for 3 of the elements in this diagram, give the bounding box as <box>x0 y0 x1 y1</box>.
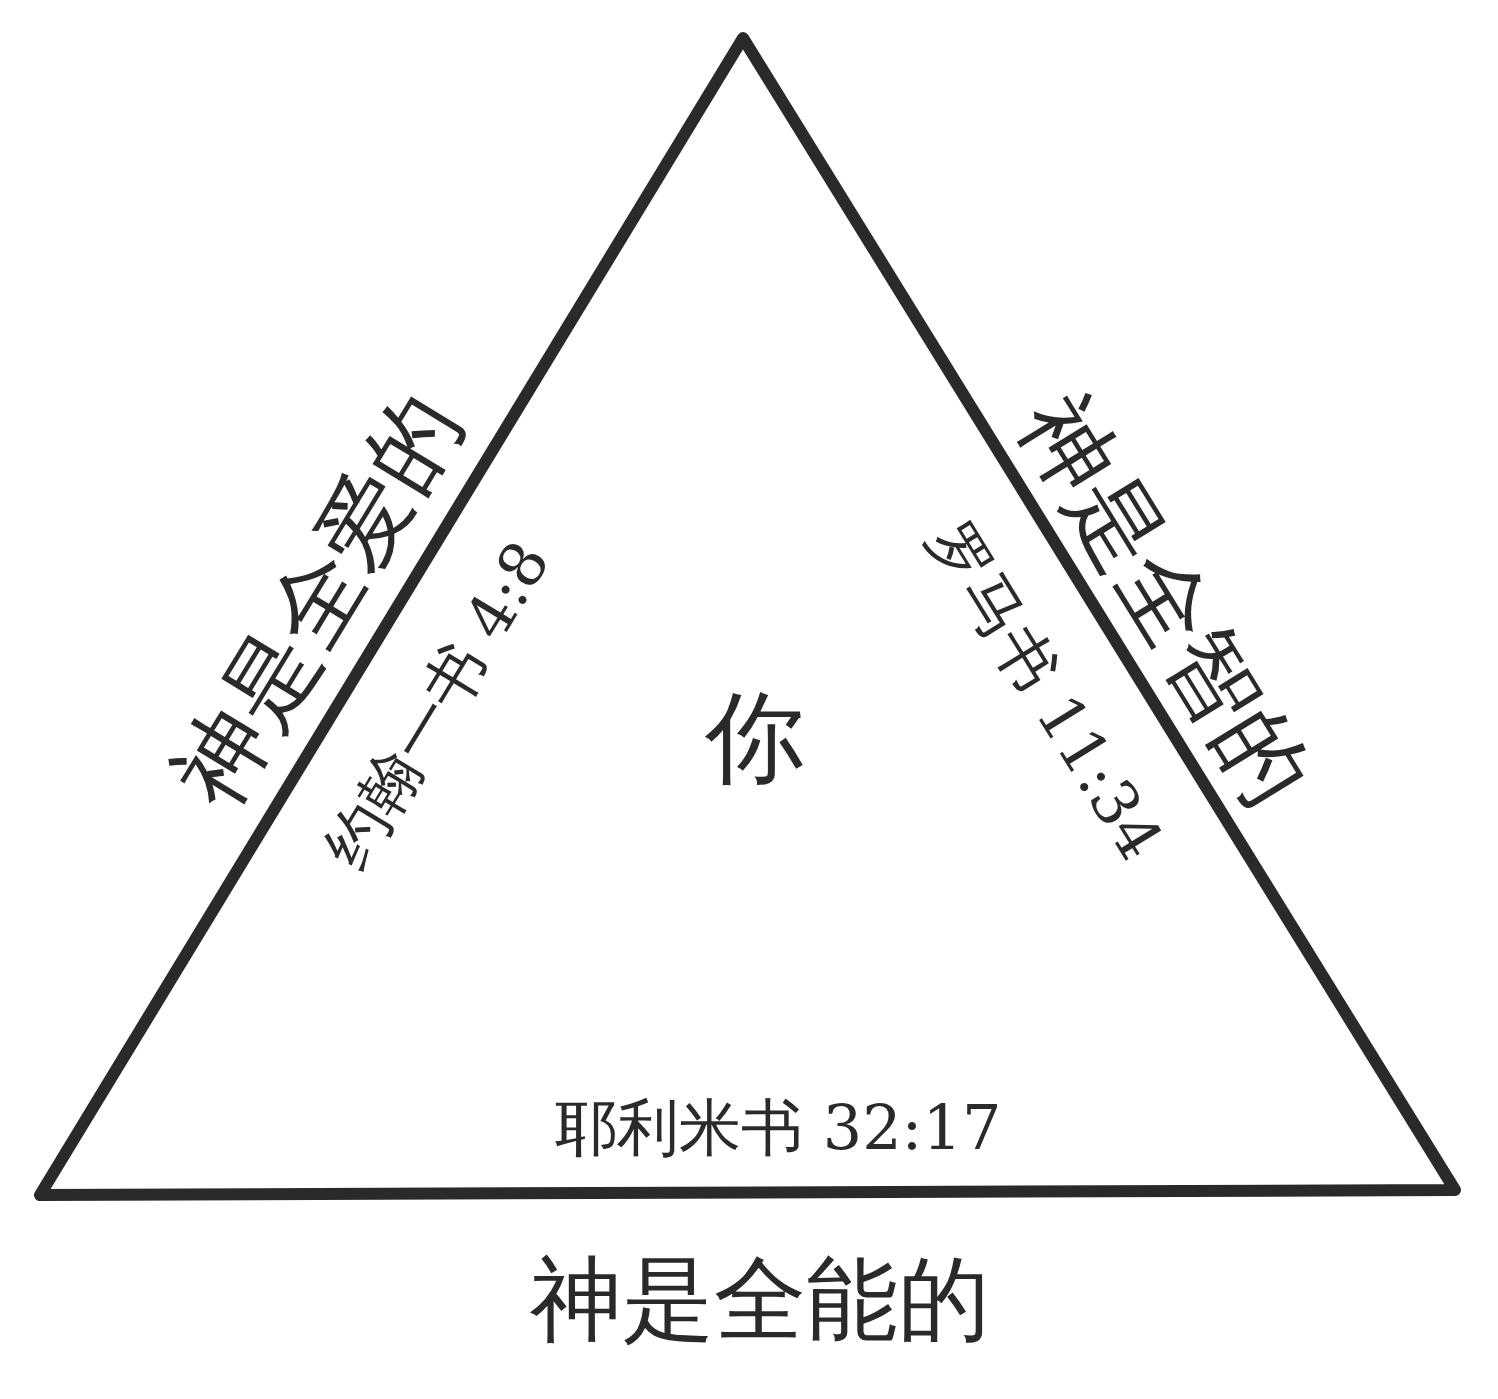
center-text: 你 <box>705 688 805 788</box>
verse-reference: 耶利米书 32:17 <box>555 1097 1002 1159</box>
side-title: 神是全能的 <box>530 1254 990 1346</box>
